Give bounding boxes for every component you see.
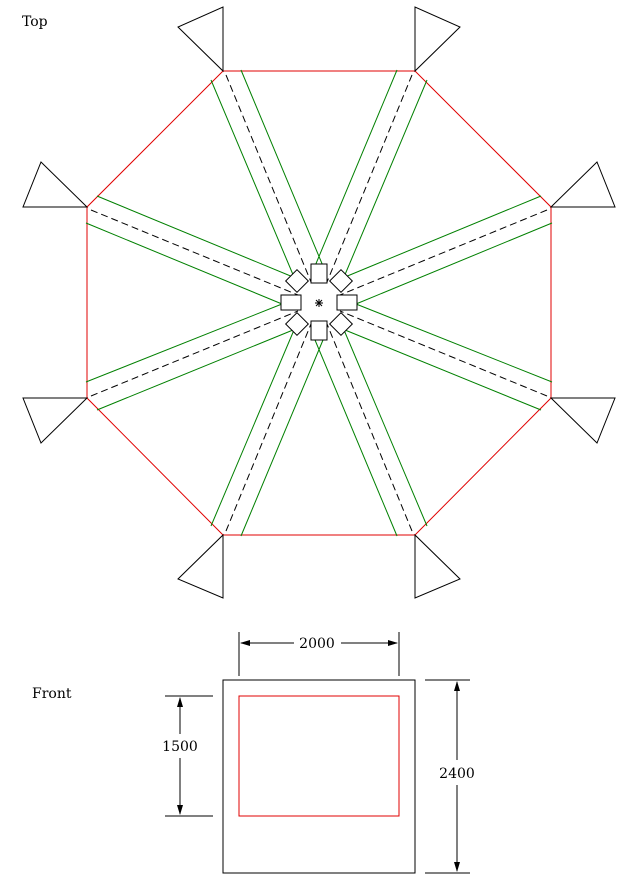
hub-block-left (280, 294, 302, 311)
front-view-label: Front (32, 686, 72, 702)
overall-height-dimension-label: 2400 (439, 766, 475, 782)
fin-left-lower (22, 397, 89, 444)
hub-block-ul (284, 268, 310, 294)
fin-right-upper (549, 161, 616, 208)
center-hub (280, 263, 358, 341)
overall-height-dimension (425, 679, 470, 874)
hub-block-right (336, 294, 358, 311)
beams (85, 69, 553, 537)
hub-block-top (310, 263, 328, 284)
inner-height-dimension-label: 1500 (162, 739, 198, 755)
hub-block-ll (284, 311, 310, 337)
fin-top-right (414, 6, 461, 73)
front-outer-box (222, 679, 416, 874)
front-view: 2000 1500 2400 (162, 632, 475, 874)
hub-block-lr (328, 311, 354, 337)
width-dimension (238, 632, 400, 676)
fin-left-upper (22, 161, 89, 208)
fin-top-left (177, 6, 224, 73)
top-view (22, 6, 616, 599)
center-mark (315, 299, 323, 307)
top-view-label: Top (22, 14, 48, 30)
hub-block-bottom (310, 320, 328, 341)
inner-height-dimension (165, 695, 213, 817)
width-dimension-label: 2000 (299, 636, 335, 652)
fin-bottom-right (414, 533, 461, 599)
corner-fins (22, 6, 616, 599)
hub-block-ur (328, 268, 354, 294)
fin-right-lower (549, 397, 616, 444)
front-inner-frame (238, 695, 400, 817)
beam-centerlines (90, 74, 548, 532)
fin-bottom-left (177, 533, 224, 599)
